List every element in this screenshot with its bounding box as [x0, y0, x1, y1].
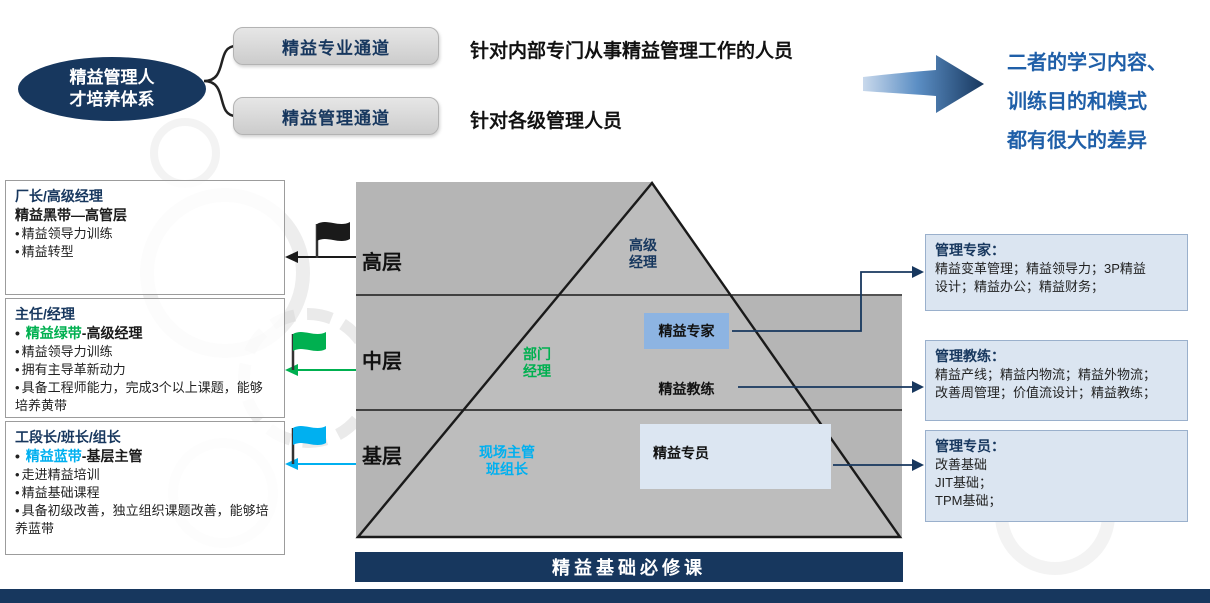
panel-title: 主任/经理: [15, 306, 75, 322]
root-node-label: 精益管理人 才培养体系: [69, 67, 155, 109]
left-panel-manager: 主任/经理 精益绿带-高级经理 精益领导力训练 拥有主导革新动力 具备工程师能力…: [5, 298, 285, 418]
pyramid-footer-label: 精益基础必修课: [552, 558, 706, 578]
panel-title: 工段长/班长/组长: [15, 429, 121, 445]
big-right-arrow-icon: [863, 55, 984, 113]
bullet-item: 具备工程师能力，完成3个以上课题，能够培养黄带: [15, 379, 275, 415]
specialist-tag-box: 精益专员: [640, 424, 831, 489]
role-site-supervisor: 现场主管 班组长: [479, 444, 535, 477]
bullet-item: 精益基础课程: [15, 484, 275, 502]
flag-black-icon: [315, 222, 350, 258]
panel-body: 精益变革管理；精益领导力；3P精益 设计；精益办公；精益财务；: [935, 261, 1146, 294]
brace-path: [203, 44, 237, 118]
coach-tag: 精益教练: [658, 381, 715, 397]
belt-suffix: -高级经理: [81, 325, 143, 341]
role-senior-manager: 高级 经理: [629, 237, 657, 270]
arrow-to-supervisor-panel: [285, 458, 356, 470]
bullet-item: 具备初级改善，独立组织课题改善，能够培养蓝带: [15, 502, 275, 538]
left-panel-executive: 厂长/高级经理 精益黑带—高管层 精益领导力训练 精益转型: [5, 180, 285, 295]
channel-management-desc: 针对各级管理人员: [470, 111, 623, 132]
bullet-item: 精益领导力训练: [15, 343, 275, 361]
brace-connector: [203, 44, 237, 118]
bullet-item: 走进精益培训: [15, 466, 275, 484]
belt-suffix: -基层主管: [81, 448, 143, 464]
panel-body: 改善基础 JIT基础； TPM基础；: [935, 457, 1002, 508]
panel-body: 精益产线；精益内物流；精益外物流； 改善周管理；价值流设计；精益教练；: [935, 367, 1157, 400]
expert-tag: 精益专家: [658, 323, 715, 339]
channel-management-label: 精益管理通道: [282, 108, 390, 128]
belt-line: 精益蓝带-基层主管: [15, 447, 275, 466]
note-text: 二者的学习内容、 训练目的和模式 都有很大的差异: [1007, 52, 1167, 152]
role-department-manager: 部门 经理: [523, 346, 551, 379]
belt-suffix: —高管层: [71, 207, 127, 223]
bullet-item: 拥有主导革新动力: [15, 361, 275, 379]
belt-line: 精益黑带—高管层: [15, 206, 275, 225]
channel-box-professional: 精益专业通道: [233, 27, 439, 65]
right-panel-expert: 管理专家： 精益变革管理；精益领导力；3P精益 设计；精益办公；精益财务；: [925, 234, 1188, 311]
bullet-item: 精益转型: [15, 243, 275, 261]
pyramid-footer-bar: 精益基础必修课: [355, 552, 903, 582]
arrow-shape: [863, 55, 984, 113]
panel-title: 厂长/高级经理: [15, 188, 103, 204]
pyramid-top-right-cutout: [652, 182, 902, 296]
level-label-base: 基层: [362, 446, 402, 468]
channel-professional-desc: 针对内部专门从事精益管理工作的人员: [470, 41, 794, 62]
specialist-tag: 精益专员: [653, 445, 709, 461]
channel-box-management: 精益管理通道: [233, 97, 439, 135]
root-node: 精益管理人 才培养体系: [18, 57, 206, 121]
panel-title: 管理专家：: [935, 242, 1005, 258]
channel-professional-label: 精益专业通道: [282, 38, 390, 58]
belt-label: 精益黑带: [15, 207, 71, 223]
panel-title: 管理教练：: [935, 348, 1005, 364]
expert-tag-box: 精益专家: [644, 313, 729, 349]
panel-title: 管理专员：: [935, 438, 1005, 454]
belt-label: 精益蓝带: [25, 448, 82, 464]
level-label-middle: 中层: [362, 351, 402, 373]
belt-label: 精益绿带: [25, 325, 82, 341]
right-panel-specialist: 管理专员： 改善基础 JIT基础； TPM基础；: [925, 430, 1188, 522]
level-label-top: 高层: [362, 252, 402, 274]
bullet-item: 精益领导力训练: [15, 225, 275, 243]
right-panel-coach: 管理教练： 精益产线；精益内物流；精益外物流； 改善周管理；价值流设计；精益教练…: [925, 340, 1188, 421]
belt-line: 精益绿带-高级经理: [15, 324, 275, 343]
left-panel-supervisor: 工段长/班长/组长 精益蓝带-基层主管 走进精益培训 精益基础课程 具备初级改善…: [5, 421, 285, 555]
coach-tag-wrap: 精益教练: [638, 379, 735, 399]
bottom-strip: [0, 589, 1210, 603]
